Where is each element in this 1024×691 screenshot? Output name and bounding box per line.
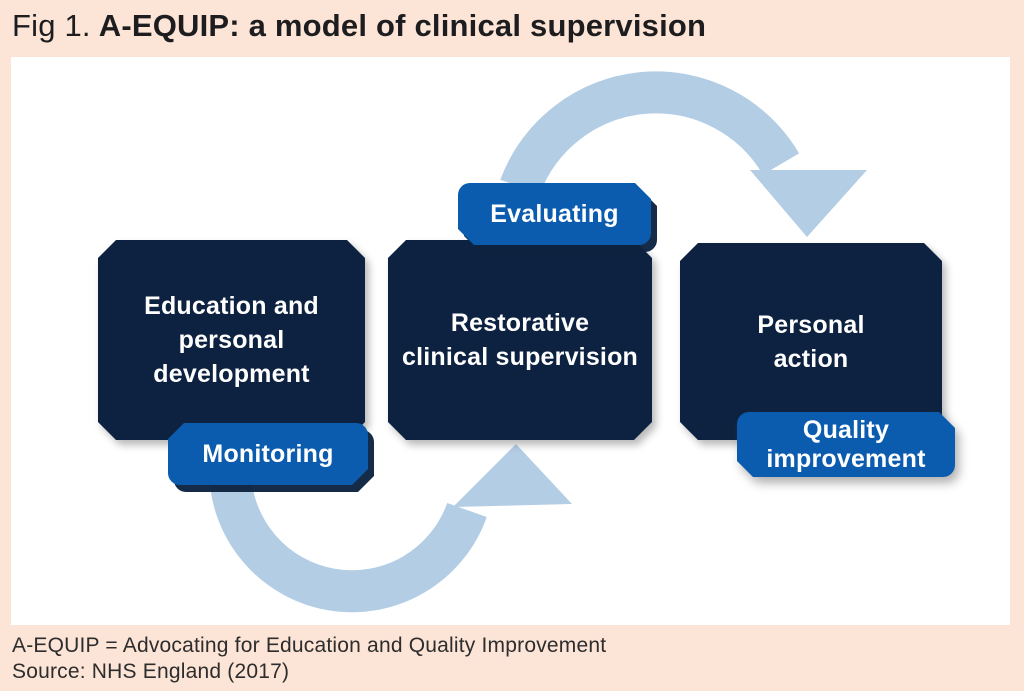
figure-number: Fig 1.: [12, 8, 91, 43]
box-education-label: Education and personal development: [144, 292, 319, 388]
pill-quality-improvement-label: Quality improvement: [766, 415, 926, 473]
diagram-panel: Education and personal development Resto…: [11, 57, 1010, 625]
box-restorative-label: Restorative clinical supervision: [401, 309, 639, 371]
pill-monitoring-label: Monitoring: [202, 439, 334, 468]
box-personal-action: Personal action: [680, 243, 942, 440]
box-personal-action-label: Personal action: [757, 310, 865, 373]
pill-evaluating-wrap: Evaluating: [458, 183, 651, 245]
pill-monitoring: Monitoring: [168, 423, 368, 485]
box-restorative-clinical-supervision: Restorative clinical supervision: [388, 240, 652, 440]
figure-title: Fig 1.A-EQUIP: a model of clinical super…: [12, 8, 1012, 44]
cycle-arrow-bottom-head: [453, 444, 572, 507]
figure-title-text: A-EQUIP: a model of clinical supervision: [98, 8, 707, 43]
pill-quality-improvement-wrap: Quality improvement: [737, 412, 955, 477]
cycle-arrow-top-arc: [500, 71, 800, 195]
cycle-arrow-bottom-arc: [209, 469, 487, 613]
pill-quality-improvement: Quality improvement: [737, 412, 955, 477]
cycle-arrows-graphic: [209, 71, 867, 613]
cycle-arrow-top-head: [750, 170, 867, 237]
pill-evaluating: Evaluating: [458, 183, 651, 245]
box-education-wrap: Education and personal development: [98, 240, 365, 440]
abbreviation-note: A-EQUIP = Advocating for Education and Q…: [12, 634, 607, 657]
box-personal-action-wrap: Personal action: [680, 243, 942, 440]
pill-evaluating-label: Evaluating: [490, 199, 619, 228]
pill-monitoring-wrap: Monitoring: [168, 423, 368, 485]
source-note: Source: NHS England (2017): [12, 660, 290, 683]
box-restorative-wrap: Restorative clinical supervision: [388, 240, 652, 440]
box-education-and-personal-development: Education and personal development: [98, 240, 365, 440]
figure-footnotes: A-EQUIP = Advocating for Education and Q…: [12, 633, 1012, 685]
